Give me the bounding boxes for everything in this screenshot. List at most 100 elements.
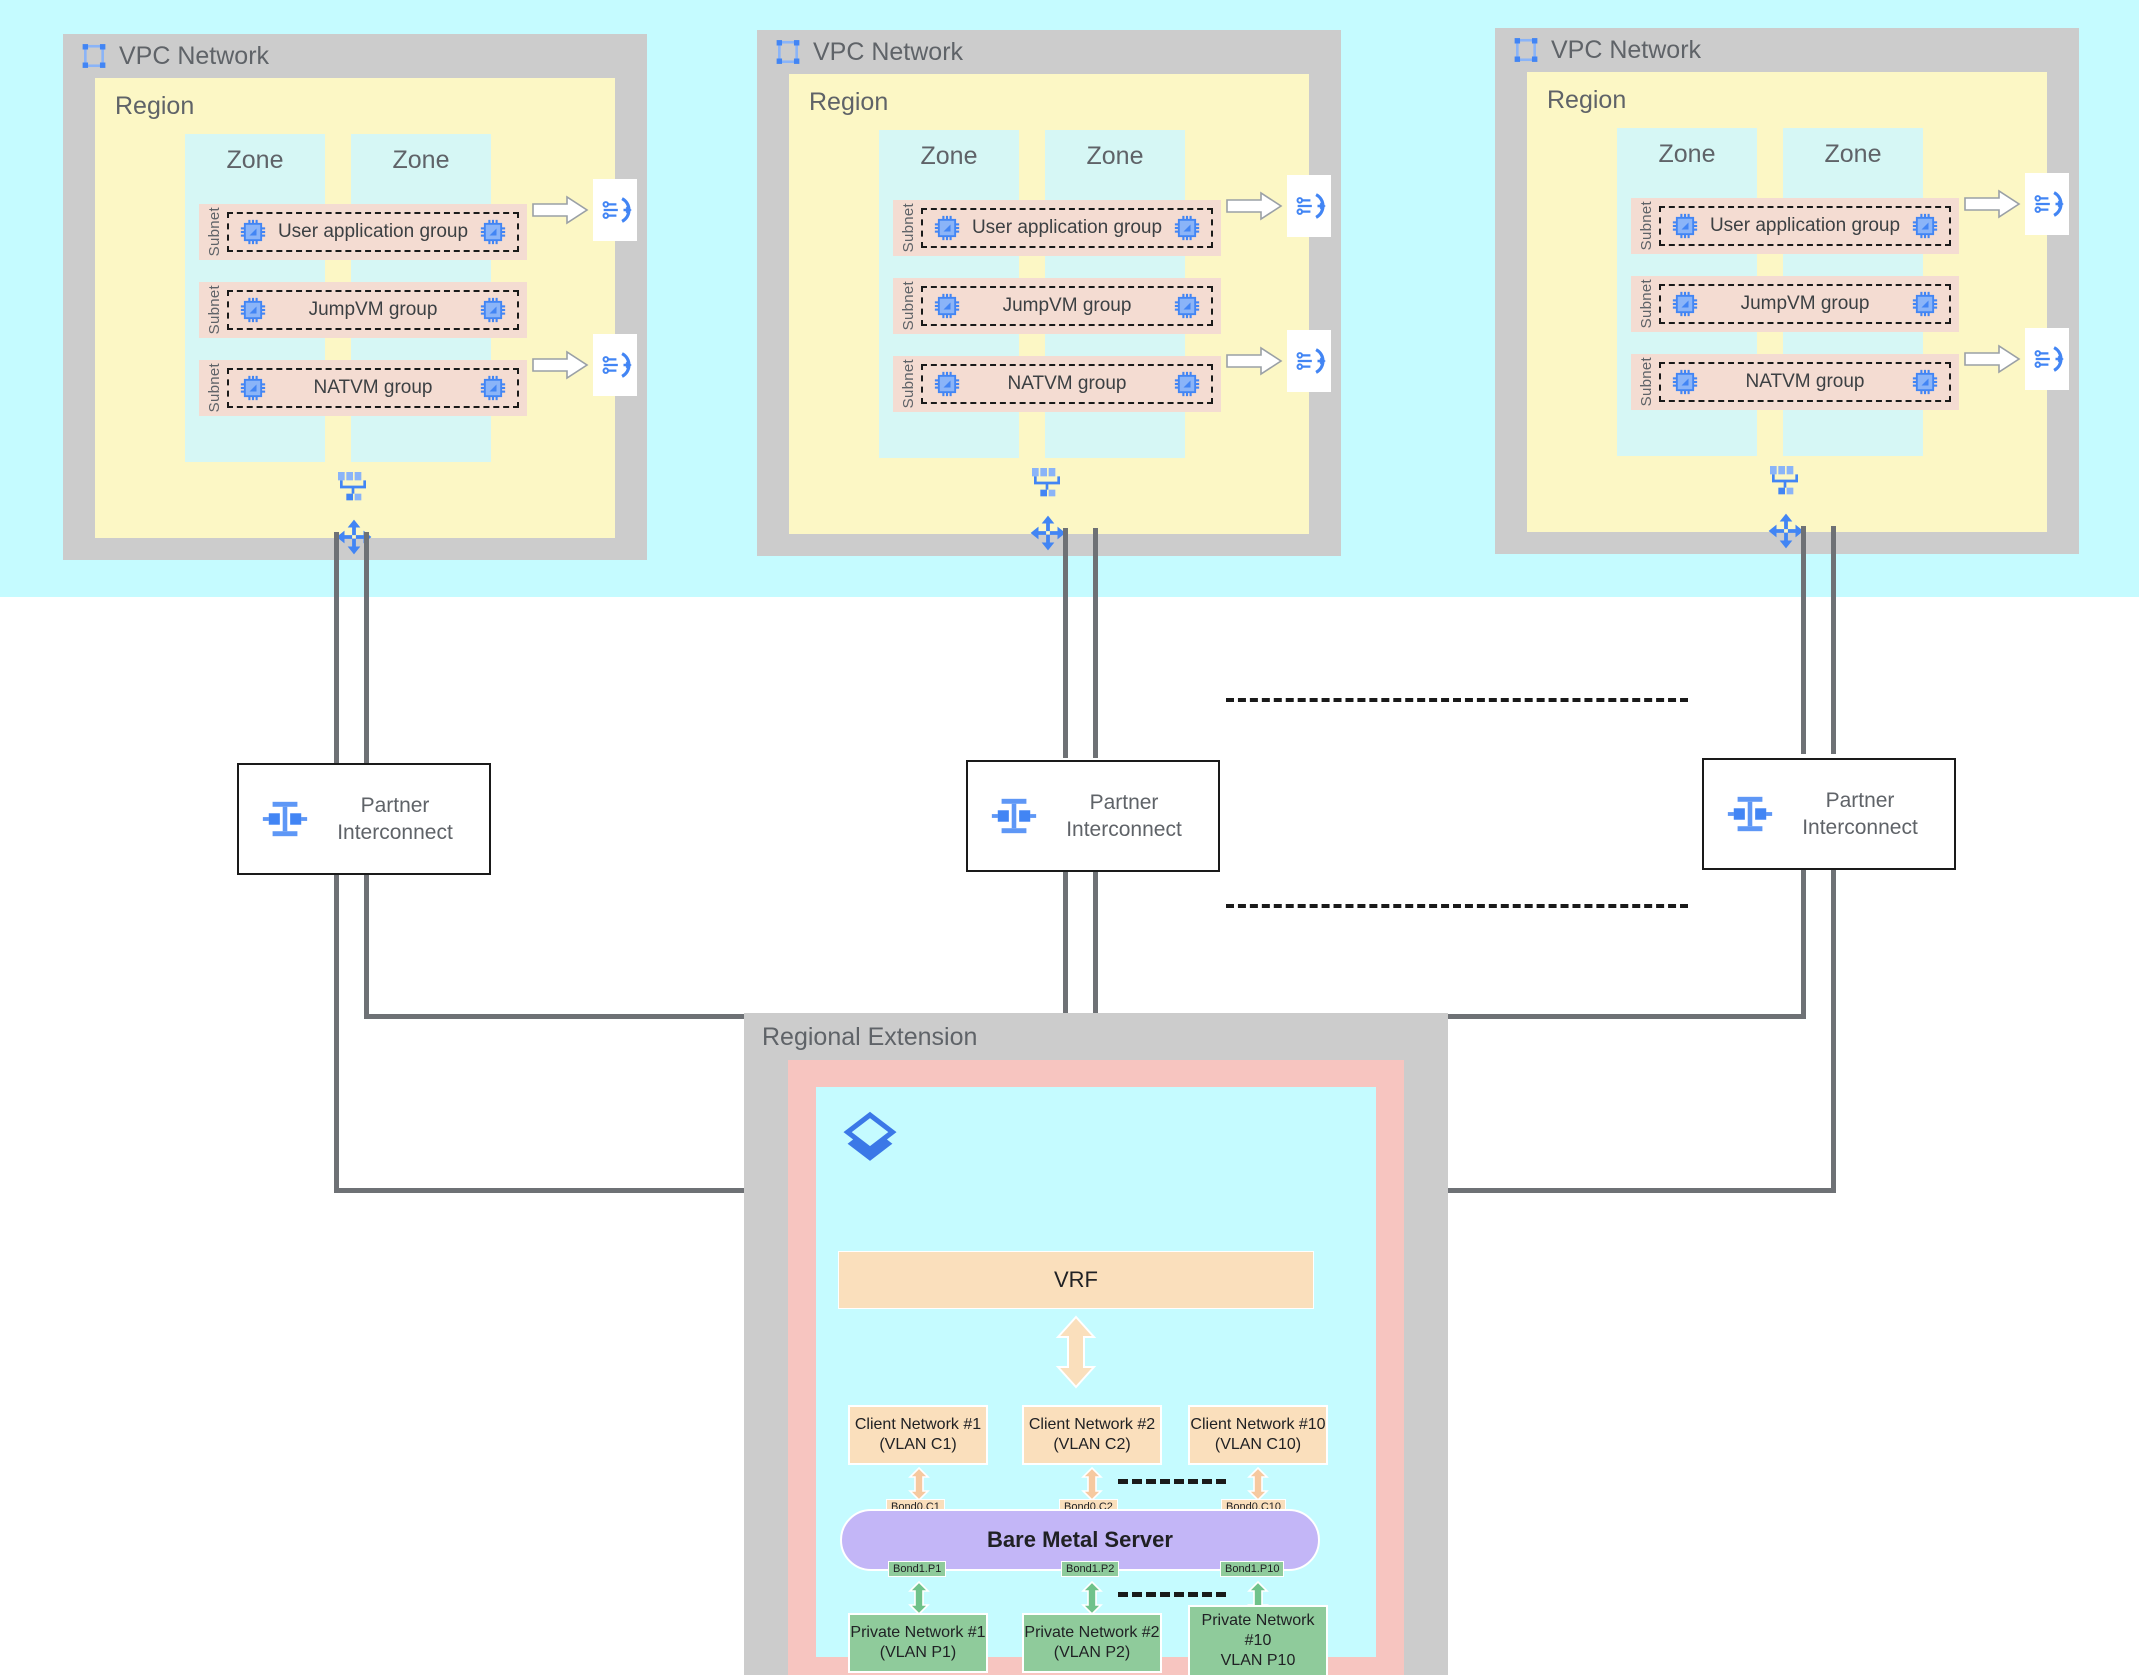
zone-label-1a: Zone — [226, 146, 284, 174]
vm-instance-icon — [933, 214, 961, 242]
region-label-3: Region — [1547, 86, 1627, 114]
zone-label-2b: Zone — [1086, 142, 1144, 170]
vm-group-3-0: User application group — [1659, 206, 1951, 246]
subnet-3-natvm: Subnet NATVM group — [1631, 354, 1959, 410]
subnet-2-jumpvm: Subnet JumpVM group — [893, 278, 1221, 334]
client-ellipsis-divider — [1118, 1479, 1226, 1484]
private-network-2[interactable]: Private Network #2(VLAN P2) — [1022, 1613, 1162, 1673]
vm-instance-icon — [1671, 368, 1699, 396]
region-label-2: Region — [809, 88, 889, 116]
vpc-header-label-1: VPC Network — [119, 41, 270, 70]
private-ellipsis-divider — [1118, 1592, 1226, 1597]
wire-pi1-down-b — [364, 874, 369, 1018]
wire-vpc3-to-pi3-a — [1801, 526, 1806, 754]
subnet-1-natvm: Subnet NATVM group — [199, 360, 527, 416]
regional-extension-title: Regional Extension — [762, 1023, 978, 1051]
ellipsis-divider-bottom — [1226, 904, 1688, 908]
vm-group-3-1: JumpVM group — [1659, 284, 1951, 324]
flow-arrow-2-user — [1226, 191, 1283, 226]
partner-interconnect-icon — [1726, 793, 1774, 835]
subnet-2-natvm: Subnet NATVM group — [893, 356, 1221, 412]
regional-extension: Regional Extension VRF — [744, 1013, 1448, 1675]
zone-label-3a: Zone — [1658, 140, 1716, 168]
vm-instance-icon — [1911, 290, 1939, 318]
vm-group-1-2: NATVM group — [227, 368, 519, 408]
zone-label-3b: Zone — [1824, 140, 1882, 168]
wire-vpc3-to-pi3-b — [1831, 526, 1836, 754]
bare-metal-server[interactable]: Bare Metal Server — [840, 1509, 1320, 1571]
partner-interconnect-3[interactable]: Partner Interconnect — [1702, 758, 1956, 870]
vrf-to-server-arrow — [1054, 1315, 1098, 1394]
vm-instance-icon — [479, 374, 507, 402]
vm-instance-icon — [479, 218, 507, 246]
wire-pi1-horiz-a — [334, 1188, 854, 1193]
flow-arrow-3-user — [1964, 189, 2021, 224]
bond-label-p10: Bond1.P10 — [1220, 1561, 1285, 1577]
partner-interconnect-1[interactable]: Partner Interconnect — [237, 763, 491, 875]
vm-instance-icon — [1911, 212, 1939, 240]
vrf-box[interactable]: VRF — [838, 1251, 1314, 1309]
cloud-nat-2-natvm — [1287, 330, 1331, 392]
client-network-1[interactable]: Client Network #1(VLAN C1) — [848, 1405, 988, 1465]
vm-instance-icon — [933, 292, 961, 320]
vm-instance-icon — [1671, 212, 1699, 240]
cloud-nat-1-natvm — [593, 334, 637, 396]
vm-group-label-3-0: User application group — [1709, 215, 1901, 236]
vpc-header-label-2: VPC Network — [813, 37, 964, 66]
bond-label-p2: Bond1.P2 — [1061, 1561, 1120, 1577]
vm-group-label-1-0: User application group — [277, 221, 469, 242]
subnet-label-1-0: Subnet — [206, 207, 223, 257]
client-network-10[interactable]: Client Network #10(VLAN C10) — [1188, 1405, 1328, 1465]
subnet-label-3-1: Subnet — [1638, 279, 1655, 329]
partner-interconnect-label-3: Partner Interconnect — [1802, 788, 1918, 839]
partner-interconnect-2[interactable]: Partner Interconnect — [966, 760, 1220, 872]
region-2: Region Zone Zone Subnet User application… — [789, 74, 1309, 551]
vm-instance-icon — [479, 296, 507, 324]
vm-group-1-1: JumpVM group — [227, 290, 519, 330]
wire-vpc2-to-pi2-a — [1063, 528, 1068, 758]
wire-vpc1-to-pi1-a — [334, 532, 339, 764]
cloud-router-icon — [1029, 514, 1067, 552]
vpc-network-1: VPC Network Region Zone Zone Subnet — [63, 34, 647, 560]
region-3: Region Zone Zone Subnet User application… — [1527, 72, 2047, 549]
vm-group-3-2: NATVM group — [1659, 362, 1951, 402]
flow-arrow-2-natvm — [1226, 346, 1283, 381]
region-label-1: Region — [115, 92, 195, 120]
vpc-network-icon — [81, 43, 107, 69]
vm-instance-icon — [239, 374, 267, 402]
firewall-icon — [1765, 464, 1805, 498]
vm-group-2-2: NATVM group — [921, 364, 1213, 404]
vpc-header-3: VPC Network — [1495, 28, 1701, 72]
vpc-header-2: VPC Network — [757, 30, 963, 74]
firewall-icon — [333, 470, 373, 504]
cloud-nat-2-user — [1287, 175, 1331, 237]
subnet-label-1-2: Subnet — [206, 363, 223, 413]
subnet-2-user-app: Subnet User application group — [893, 200, 1221, 256]
cloud-router-icon — [1767, 512, 1805, 550]
vm-instance-icon — [1911, 368, 1939, 396]
regional-extension-pink-layer: VRF Client Network #1(VLAN C1) Client Ne… — [788, 1060, 1404, 1675]
vm-group-2-1: JumpVM group — [921, 286, 1213, 326]
private-network-1[interactable]: Private Network #1(VLAN P1) — [848, 1613, 988, 1673]
flow-arrow-3-natvm — [1964, 344, 2021, 379]
vpc-network-3: VPC Network Region Zone Zone Subnet User… — [1495, 28, 2079, 554]
client-network-2[interactable]: Client Network #2(VLAN C2) — [1022, 1405, 1162, 1465]
layers-icon — [838, 1111, 902, 1169]
subnet-label-2-0: Subnet — [900, 203, 917, 253]
flow-arrow-1-user — [532, 195, 589, 230]
vm-instance-icon — [933, 370, 961, 398]
flow-arrow-1-natvm — [532, 350, 589, 385]
subnet-label-2-1: Subnet — [900, 281, 917, 331]
regional-extension-cyan-layer: VRF Client Network #1(VLAN C1) Client Ne… — [816, 1087, 1376, 1675]
subnet-label-3-2: Subnet — [1638, 357, 1655, 407]
subnet-label-2-2: Subnet — [900, 359, 917, 409]
vm-instance-icon — [239, 218, 267, 246]
vpc-network-icon — [775, 39, 801, 65]
partner-interconnect-icon — [261, 798, 309, 840]
cloud-nat-3-user — [2025, 173, 2069, 235]
ellipsis-divider-top — [1226, 698, 1688, 702]
partner-interconnect-label-1: Partner Interconnect — [337, 793, 453, 844]
vpc-network-2: VPC Network Region Zone Zone Subnet User… — [757, 30, 1341, 556]
vpc-header-label-3: VPC Network — [1551, 35, 1702, 64]
